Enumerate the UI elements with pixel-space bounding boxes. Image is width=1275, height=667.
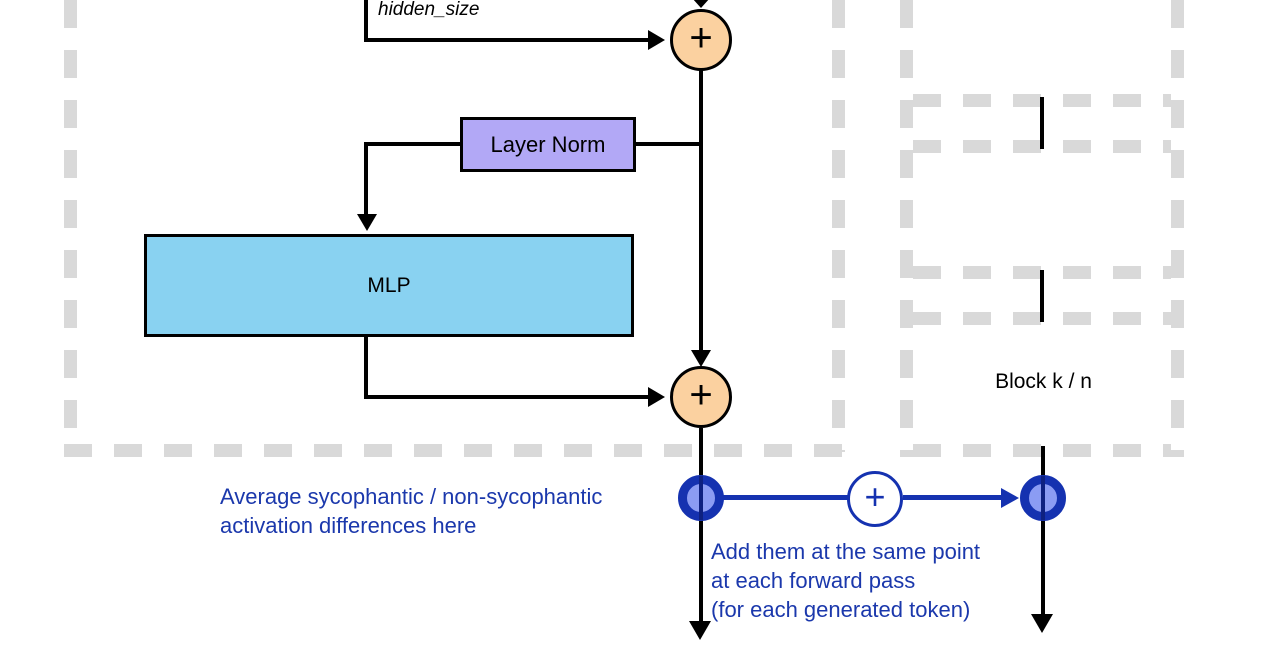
layernorm-tap-line-right xyxy=(634,142,703,146)
steering-line-to-add xyxy=(723,495,848,500)
into-mlp-arrowhead-icon xyxy=(357,214,377,231)
average-annotation-line1: Average sycophantic / non-sycophantic xyxy=(220,484,603,509)
block-stack-dashed-border-left xyxy=(900,0,913,457)
skip-connection-arrowhead-icon xyxy=(648,30,665,50)
skip-connection-vertical-line xyxy=(364,0,368,42)
add-annotation: Add them at the same point at each forwa… xyxy=(711,537,980,624)
block-k-n-label: Block k / n xyxy=(995,370,1092,393)
block-output-arrowhead-icon xyxy=(689,621,711,640)
residual-into-add-arrowhead-icon xyxy=(691,350,711,367)
left-block-dashed-border-bottom xyxy=(64,444,845,457)
mlp-label: MLP xyxy=(367,273,411,297)
mlp-out-vertical-line xyxy=(364,335,368,399)
layernorm-out-line-left xyxy=(364,142,462,146)
add-annotation-line3: (for each generated token) xyxy=(711,597,971,622)
steering-add-node: + xyxy=(847,471,903,527)
add-annotation-line2: at each forward pass xyxy=(711,568,916,593)
top-entry-arrowhead-icon xyxy=(692,0,710,8)
layer-norm-box: Layer Norm xyxy=(460,117,636,172)
mlp-into-add-arrowhead-icon xyxy=(648,387,665,407)
block-output-line xyxy=(699,428,703,476)
steering-point-marker-right-bar xyxy=(1041,476,1045,520)
steering-line-from-add xyxy=(903,495,1003,500)
block-k-output-line xyxy=(1041,446,1045,477)
block-output-line-continued xyxy=(699,520,703,623)
steering-arrowhead-icon xyxy=(1001,488,1019,508)
left-block-dashed-border-left xyxy=(64,0,77,452)
block-k-output-line-continued xyxy=(1041,520,1045,616)
add-annotation-line1: Add them at the same point xyxy=(711,539,981,564)
average-annotation: Average sycophantic / non-sycophantic ac… xyxy=(220,482,602,540)
layernorm-to-mlp-vertical-line xyxy=(364,144,368,218)
block-stack-connector-line-2 xyxy=(1040,270,1044,322)
layer-norm-label: Layer Norm xyxy=(490,131,606,157)
plus-icon: + xyxy=(689,16,713,60)
mlp-out-horizontal-line xyxy=(364,395,648,399)
residual-add-node-bottom: + xyxy=(670,366,732,428)
plus-icon: + xyxy=(864,476,886,517)
mlp-box: MLP xyxy=(144,234,634,337)
block-k-output-arrowhead-icon xyxy=(1031,614,1053,633)
residual-add-node-top: + xyxy=(670,9,732,71)
residual-stream-line xyxy=(699,69,703,354)
skip-connection-horizontal-line xyxy=(364,38,648,42)
block-stack-connector-line-1 xyxy=(1040,97,1044,149)
left-block-dashed-border-right xyxy=(832,0,845,452)
average-annotation-line2: activation differences here xyxy=(220,513,477,538)
steering-point-marker-left-bar xyxy=(699,476,703,520)
hidden-size-label: hidden_size xyxy=(378,0,480,20)
plus-icon: + xyxy=(689,373,713,417)
block-stack-dashed-border-right xyxy=(1171,0,1184,457)
